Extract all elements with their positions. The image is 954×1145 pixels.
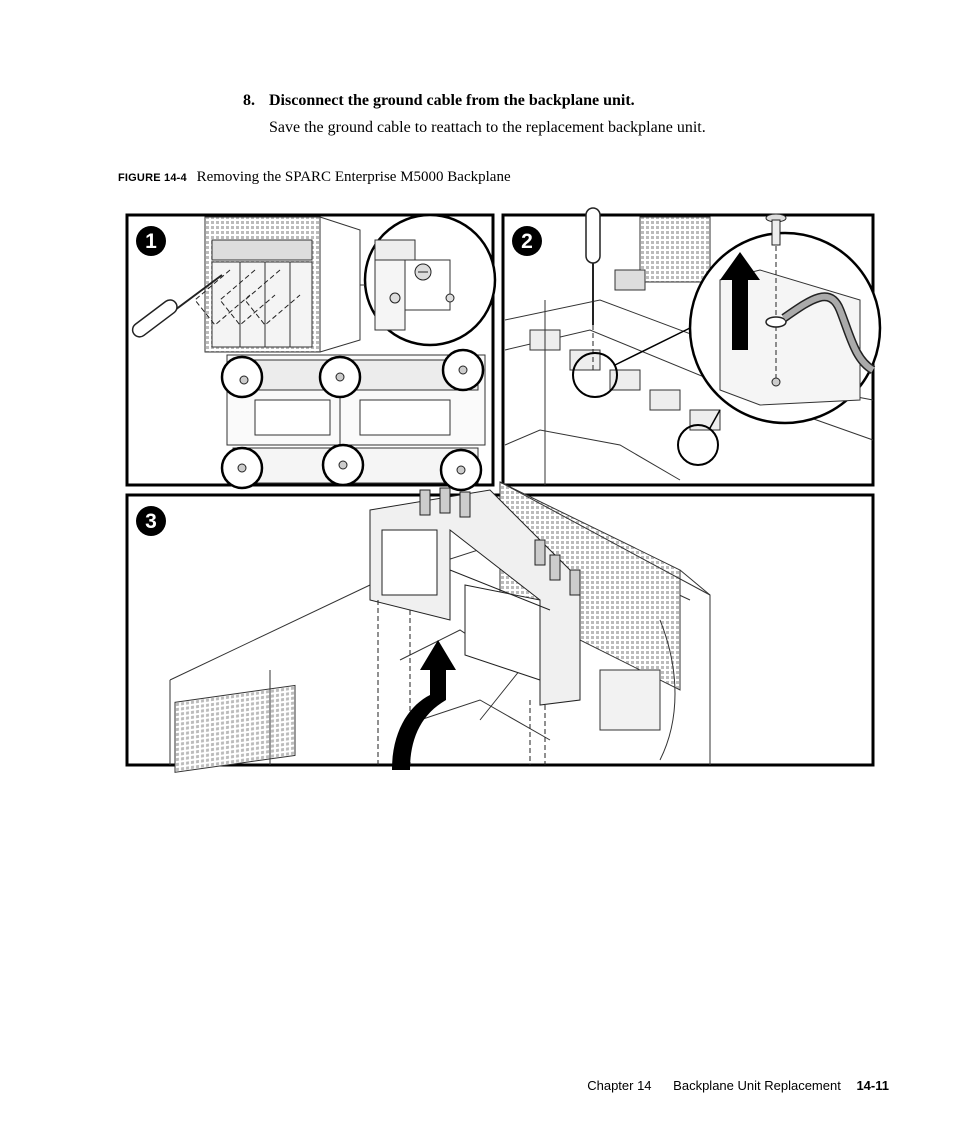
backplane-unit-illustration xyxy=(369,487,581,706)
page-footer: Chapter 14 Backplane Unit Replacement 14… xyxy=(587,1077,889,1095)
ground-cable-icon xyxy=(765,292,876,374)
ground-screw-circle xyxy=(572,352,618,398)
lift-arrow-icon xyxy=(392,640,456,770)
footer-chapter: Chapter 14 xyxy=(587,1078,652,1093)
arrow-up-icon xyxy=(720,252,760,350)
figure-label: FIGURE 14-4 xyxy=(118,172,187,184)
panel-2-badge xyxy=(512,226,542,256)
step-heading: 8. Disconnect the ground cable from the … xyxy=(243,90,903,112)
screwdriver-icon xyxy=(131,274,223,338)
chassis-interior-illustration xyxy=(504,216,874,485)
step-body-text: Save the ground cable to reattach to the… xyxy=(269,119,706,136)
panel-1-number: 1 xyxy=(145,230,157,253)
panel-2-number: 2 xyxy=(521,230,533,253)
chassis-body-illustration xyxy=(169,481,711,773)
screw-icons xyxy=(237,365,468,475)
magnified-detail-circle xyxy=(360,213,497,347)
panel-1-badge xyxy=(136,226,166,256)
screw-icon xyxy=(765,213,787,246)
backplane-removal-figure: 1 xyxy=(125,207,882,773)
step-heading-text: Disconnect the ground cable from the bac… xyxy=(269,92,635,109)
figure-caption: FIGURE 14-4 Removing the SPARC Enterpris… xyxy=(118,167,511,188)
ground-cable-circle xyxy=(677,424,719,466)
step-8: 8. Disconnect the ground cable from the … xyxy=(243,90,903,139)
backplane-board-illustration xyxy=(226,354,486,484)
figure-caption-text: Removing the SPARC Enterprise M5000 Back… xyxy=(196,169,511,185)
panel-3-badge xyxy=(136,506,166,536)
panel-3-number: 3 xyxy=(145,510,157,533)
panel-1: 1 xyxy=(125,213,497,492)
panel-2: 2 xyxy=(501,207,882,487)
panel-3: 3 xyxy=(125,481,875,773)
chassis-front-illustration xyxy=(194,216,361,353)
magnified-ground-cable-circle xyxy=(688,213,882,425)
footer-page-number: 14-11 xyxy=(856,1078,889,1093)
screwdriver-icon xyxy=(585,207,601,370)
step-number: 8. xyxy=(243,92,255,109)
footer-title: Backplane Unit Replacement xyxy=(673,1078,841,1093)
